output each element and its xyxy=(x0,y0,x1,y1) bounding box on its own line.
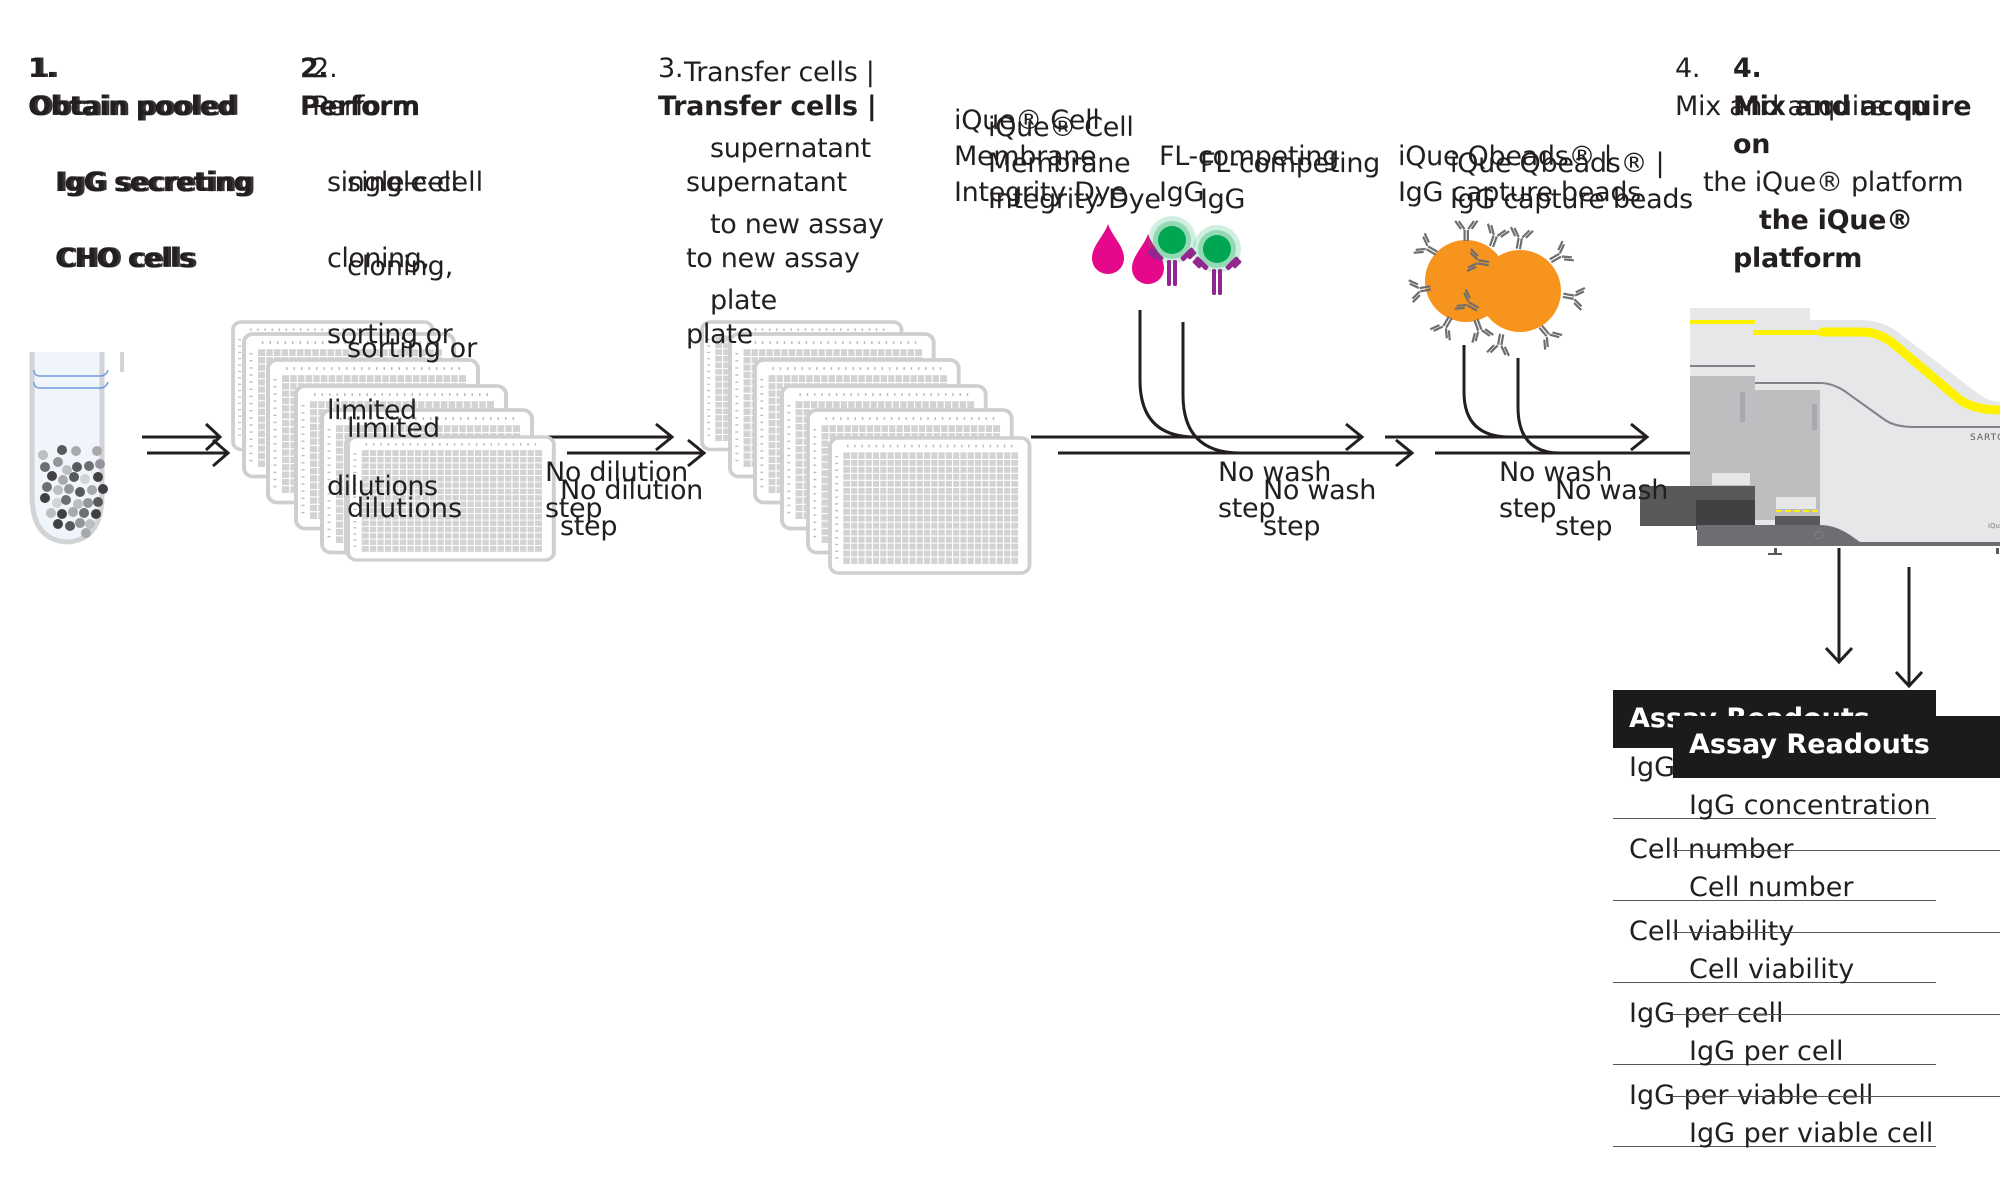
cells-icon xyxy=(38,445,108,538)
step-1-number: 1. xyxy=(28,53,57,84)
no-wash-label-a-1: No wash step xyxy=(1218,457,1332,524)
test-tube-icon xyxy=(29,352,124,545)
step-1-line-1: Obtain pooled xyxy=(28,91,237,122)
assay-readouts-header-b: Assay Readouts xyxy=(1673,716,2000,778)
readout-item: IgG per viable cell xyxy=(1673,1096,2000,1188)
readout-item: Cell viability xyxy=(1613,912,1936,994)
readout-item: IgG per cell xyxy=(1673,1014,2000,1106)
step-3-line-4-ghost: plate xyxy=(710,285,777,316)
step-4-title-b: 4. Mix and acquire on the iQue® platform xyxy=(1733,12,2000,278)
membrane-dye-label-b: iQue® Cell Membrane Integrity Dye xyxy=(988,112,1161,215)
no-wash-label-b-2: No wash step xyxy=(1555,475,1669,542)
reagent-line-b-2 xyxy=(1516,358,1561,455)
step-3-title-b: Transfer cells | supernatant to new assa… xyxy=(684,16,884,320)
step-2-line-6-ghost: dilutions xyxy=(347,493,463,524)
step-1-title-b: 1. Obtain pooled IgG secreting CHO cells xyxy=(31,12,256,278)
no-wash-label-b-1: No wash step xyxy=(1263,475,1377,542)
beads-label-b: iQue Qbeads® | IgG capture beads xyxy=(1450,148,1693,215)
readout-item: IgG per cell xyxy=(1613,994,1936,1076)
step-2-line-3: cloning, xyxy=(327,243,430,274)
assay-readouts-panel-b: Assay Readouts IgG concentration Cell nu… xyxy=(1673,716,2000,1188)
no-dilution-label-b: No dilution step xyxy=(560,475,703,542)
step-3-number: 3. xyxy=(658,53,684,84)
beads-label-a: iQue Qbeads® | IgG capture beads xyxy=(1398,141,1641,208)
readout-item: Cell viability xyxy=(1673,932,2000,1024)
step-2-title-a: 2. Perform single-cell cloning, sorting … xyxy=(300,12,458,506)
step-2-line-4: sorting or xyxy=(327,319,453,350)
arrow-b-1 xyxy=(147,438,231,468)
step-2-line-4-ghost: sorting or xyxy=(347,333,478,364)
arrow-a-2 xyxy=(548,422,675,452)
step-3-line-3: to new assay xyxy=(686,243,860,274)
capture-beads-icon xyxy=(1408,220,1586,357)
readout-igg-per-viable-cell-ghost: IgG per viable cell xyxy=(1689,1118,1934,1149)
step-4-number-ghost: 4. xyxy=(1733,53,1762,84)
step-3-line-4: plate xyxy=(686,319,753,350)
step-2-number: 2. xyxy=(300,53,329,84)
ique-instrument-a xyxy=(1640,308,1810,530)
fl-igg-icon xyxy=(1147,216,1242,295)
step-1-number-ghost: 1. xyxy=(31,53,60,84)
readout-item: IgG concentration xyxy=(1673,778,2000,860)
step-3-line-2-ghost: supernatant xyxy=(710,133,871,164)
readout-igg-per-viable-cell: IgG per viable cell xyxy=(1629,1080,1874,1111)
readout-cell-viability-ghost: Cell viability xyxy=(1689,954,1855,985)
readout-item: Cell number xyxy=(1613,830,1936,912)
reagent-line-b-1 xyxy=(1181,322,1241,455)
arrow-a-5 xyxy=(1824,548,1854,665)
step-4-line-2-ghost: the iQue® platform xyxy=(1733,205,1913,274)
step-4-title-a: 4. Mix and acquire on the iQue® platform xyxy=(1675,12,1964,202)
step-2-line-5: limited xyxy=(327,395,417,426)
step-2-line-2-ghost: single-cell xyxy=(347,167,484,198)
reagent-line-a-1 xyxy=(1138,310,1196,439)
step-2-title-b: 2. Perform single-cell cloning, sorting … xyxy=(312,12,484,524)
readout-igg-per-cell-ghost: IgG per cell xyxy=(1689,1036,1844,1067)
arrow-b-2 xyxy=(567,438,707,468)
step-1-line-1-ghost: Obtain pooled xyxy=(31,91,240,122)
plate-stack-b xyxy=(700,320,1032,575)
step-3-line-1: Transfer cells | xyxy=(658,91,877,122)
step-2-line-5-ghost: limited xyxy=(347,413,441,444)
readout-cell-number: Cell number xyxy=(1629,834,1794,865)
step-1-line-2-ghost: IgG secreting xyxy=(58,167,256,198)
ique-instrument-b xyxy=(1697,320,2000,555)
step-2-line-3-ghost: cloning, xyxy=(347,251,454,282)
step-4-line-2: the iQue® platform xyxy=(1703,167,1964,198)
arrow-a-4 xyxy=(1385,422,1650,452)
step-1-line-3: CHO cells xyxy=(55,243,195,274)
step-2-line-1: Perform xyxy=(300,91,420,122)
step-4-line-1-ghost: Mix and acquire on xyxy=(1733,91,1972,160)
readout-cell-number-ghost: Cell number xyxy=(1689,872,1854,903)
readout-item: IgG per viable cell xyxy=(1613,1076,1936,1158)
arrow-b-5 xyxy=(1894,567,1924,689)
step-2-line-6: dilutions xyxy=(327,471,438,502)
no-wash-label-a-2: No wash step xyxy=(1499,457,1613,524)
flow-arrows xyxy=(142,310,1924,689)
readout-cell-viability: Cell viability xyxy=(1629,916,1795,947)
step-3-line-2: supernatant xyxy=(686,167,847,198)
instrument-brand-label: SARTORIUS xyxy=(1970,433,2000,443)
readout-igg-per-cell: IgG per cell xyxy=(1629,998,1784,1029)
readout-item: Cell number xyxy=(1673,850,2000,942)
step-1-title-a: 1. Obtain pooled IgG secreting CHO cells xyxy=(28,12,253,278)
step-4-number: 4. xyxy=(1675,53,1701,84)
step-2-line-1-ghost: Perform xyxy=(312,91,418,122)
fl-igg-label-a: FL-competing IgG xyxy=(1159,141,1339,208)
step-1-line-3-ghost: CHO cells xyxy=(58,243,198,274)
step-2-number-ghost: 2. xyxy=(312,53,338,84)
readout-igg-concentration-ghost: IgG concentration xyxy=(1689,790,1931,821)
reagent-line-a-2 xyxy=(1462,345,1511,439)
step-4-line-1: Mix and acquire on xyxy=(1675,91,1927,122)
step-3-title-a: 3. Transfer cells | supernatant to new a… xyxy=(658,12,877,354)
step-3-line-1-ghost: Transfer cells | xyxy=(684,57,875,88)
step-1-line-2: IgG secreting xyxy=(55,167,253,198)
step-3-line-3-ghost: to new assay xyxy=(710,209,884,240)
no-dilution-label-a: No dilution step xyxy=(545,457,688,524)
arrow-a-1 xyxy=(142,422,223,452)
step-2-line-2: single-cell xyxy=(327,167,458,198)
fl-igg-label-b: FL-competing IgG xyxy=(1200,148,1380,215)
membrane-dye-label-a: iQue® Cell Membrane Integrity Dye xyxy=(954,105,1127,208)
instrument-model-label: iQue xyxy=(1988,522,2000,530)
